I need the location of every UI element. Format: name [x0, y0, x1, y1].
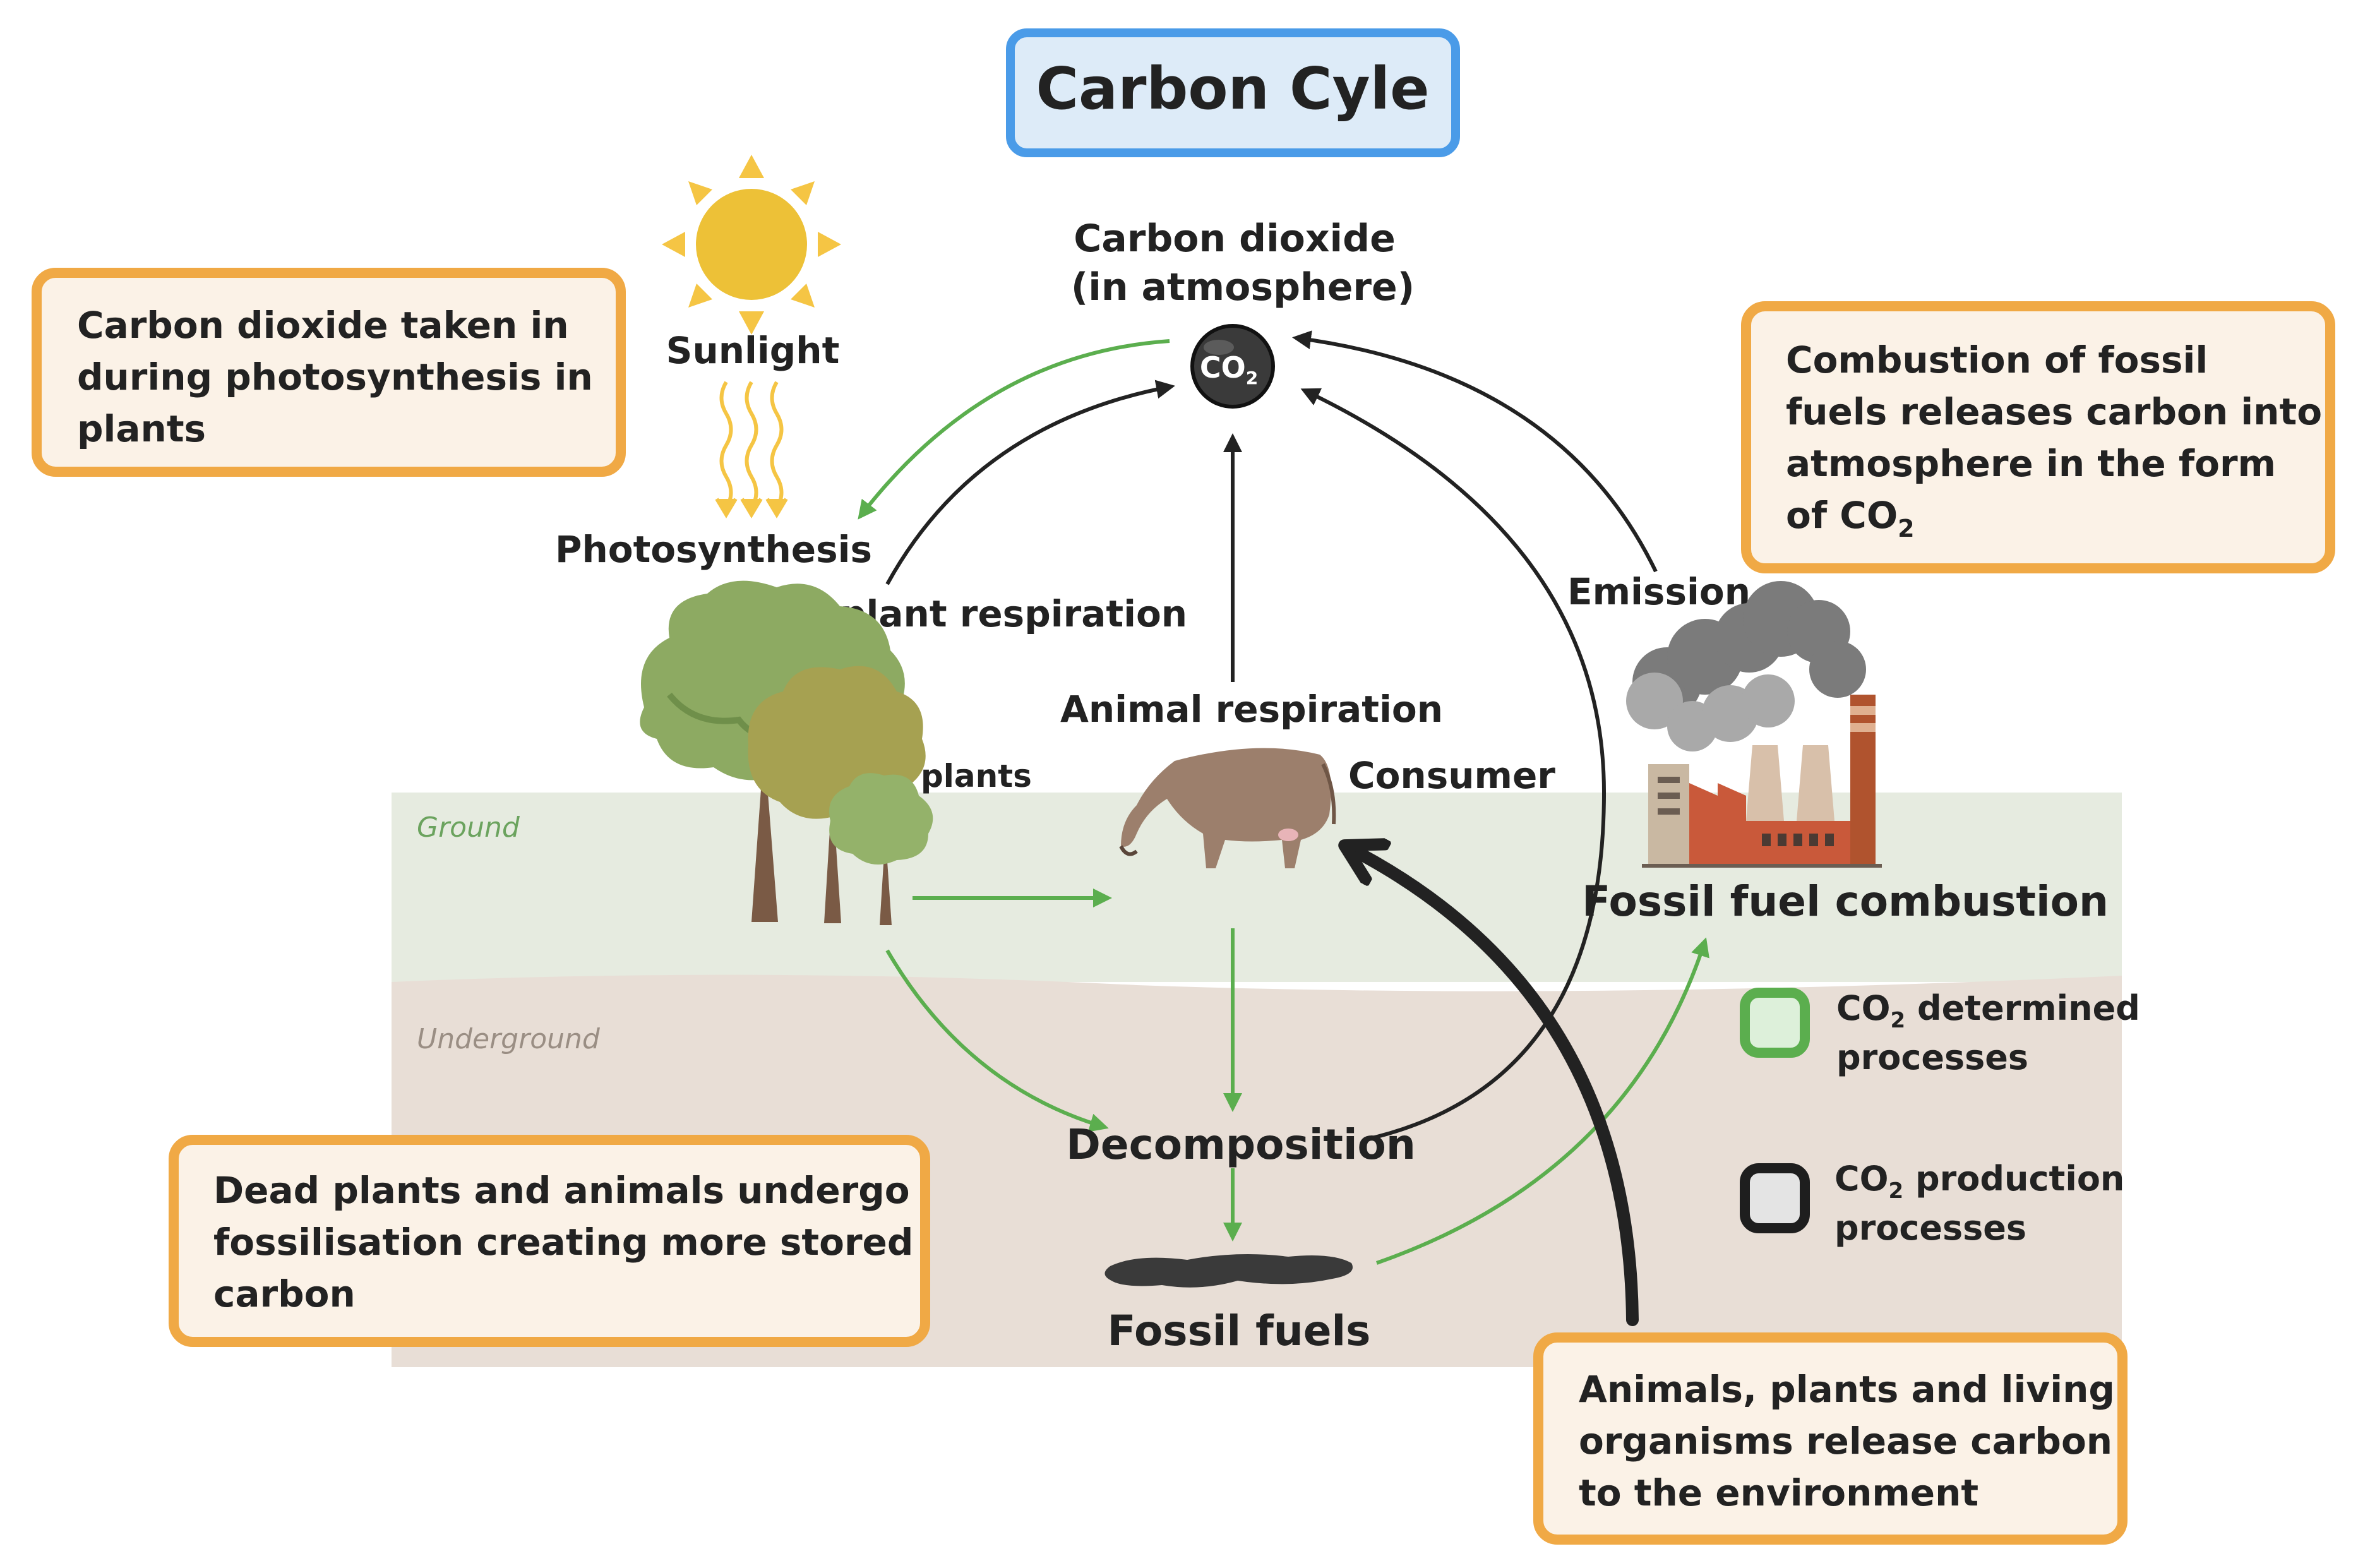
plants-label: plants: [921, 758, 1032, 794]
trees-icon: [640, 580, 933, 925]
arrow-plants-to-decomposition: [885, 949, 1109, 1132]
title-box: Carbon Cyle: [1006, 28, 1460, 157]
fossil-fuel-combustion-label: Fossil fuel combustion: [1582, 877, 2109, 926]
note-photosynthesis: Carbon dioxide taken in during photosynt…: [32, 268, 626, 477]
svg-text:CO2: CO2: [1200, 350, 1258, 388]
decomposition-label: Decomposition: [1066, 1120, 1416, 1169]
note-fossilisation: Dead plants and animals undergo fossilis…: [169, 1135, 930, 1347]
factory-icon: [1626, 581, 1882, 868]
atmosphere-label-line1: Carbon dioxide: [1074, 217, 1396, 261]
arrow-plant-respiration: [885, 380, 1175, 585]
arrow-fossil-fuels-to-combustion: [1376, 937, 1709, 1265]
arrow-release-to-consumer: [1358, 853, 1639, 1326]
svg-text:to the environment: to the environment: [1579, 1471, 1978, 1514]
note-combustion: Combustion of fossil fuels releases carb…: [1741, 301, 2335, 573]
fossil-fuels-label: Fossil fuels: [1108, 1307, 1371, 1355]
ground-label: Ground: [417, 811, 520, 844]
sun-icon: [662, 155, 841, 335]
svg-text:fossilisation creating more st: fossilisation creating more stored: [213, 1221, 913, 1264]
co2-molecule-icon: CO2: [1190, 324, 1275, 409]
svg-text:fuels releases carbon into: fuels releases carbon into: [1786, 390, 2322, 433]
legend-black-swatch: [1740, 1163, 1810, 1233]
legend-green-text-line2: processes: [1836, 1038, 2028, 1077]
arrow-photosynthesis: [858, 339, 1170, 520]
cow-icon: [1119, 748, 1336, 868]
svg-text:during photosynthesis in: during photosynthesis in: [77, 356, 593, 398]
photosynthesis-label: Photosynthesis: [555, 528, 872, 571]
legend-green-text-line1: CO2 determined: [1836, 988, 2140, 1033]
legend: CO2 determined processes CO2 production …: [1740, 988, 2140, 1248]
note-release: Animals, plants and living organisms rel…: [1533, 1332, 2128, 1545]
arrow-decomposition-to-atmosphere: [1300, 388, 1607, 1142]
sunlight-rays-icon: [715, 381, 788, 518]
emission-label: Emission: [1567, 570, 1751, 613]
svg-text:atmosphere in the form: atmosphere in the form: [1786, 442, 2276, 485]
atmosphere-label-line2: (in atmosphere): [1071, 265, 1415, 309]
underground-label: Underground: [417, 1023, 601, 1055]
consumer-label: Consumer: [1348, 754, 1555, 797]
legend-black-text-line2: processes: [1834, 1208, 2026, 1248]
svg-text:Combustion of fossil: Combustion of fossil: [1786, 338, 2208, 381]
legend-green-swatch: [1740, 988, 1810, 1058]
svg-text:plants: plants: [77, 407, 206, 450]
animal-respiration-label: Animal respiration: [1060, 688, 1443, 731]
plant-respiration-label: plant respiration: [840, 592, 1187, 635]
svg-text:organisms release carbon: organisms release carbon: [1579, 1420, 2112, 1463]
page-title: Carbon Cyle: [1036, 55, 1430, 123]
arrow-emission: [1292, 330, 1658, 573]
svg-text:Dead plants and animals underg: Dead plants and animals undergo: [213, 1169, 910, 1212]
svg-text:carbon: carbon: [213, 1272, 356, 1315]
sunlight-label: Sunlight: [666, 329, 840, 372]
svg-text:of CO2: of CO2: [1786, 494, 1915, 542]
svg-text:Carbon dioxide taken in: Carbon dioxide taken in: [77, 304, 569, 347]
fossil-fuel-puddle-icon: [1104, 1254, 1353, 1288]
legend-black-text-line1: CO2 production: [1834, 1159, 2124, 1204]
svg-text:Animals, plants and living: Animals, plants and living: [1579, 1368, 2115, 1411]
